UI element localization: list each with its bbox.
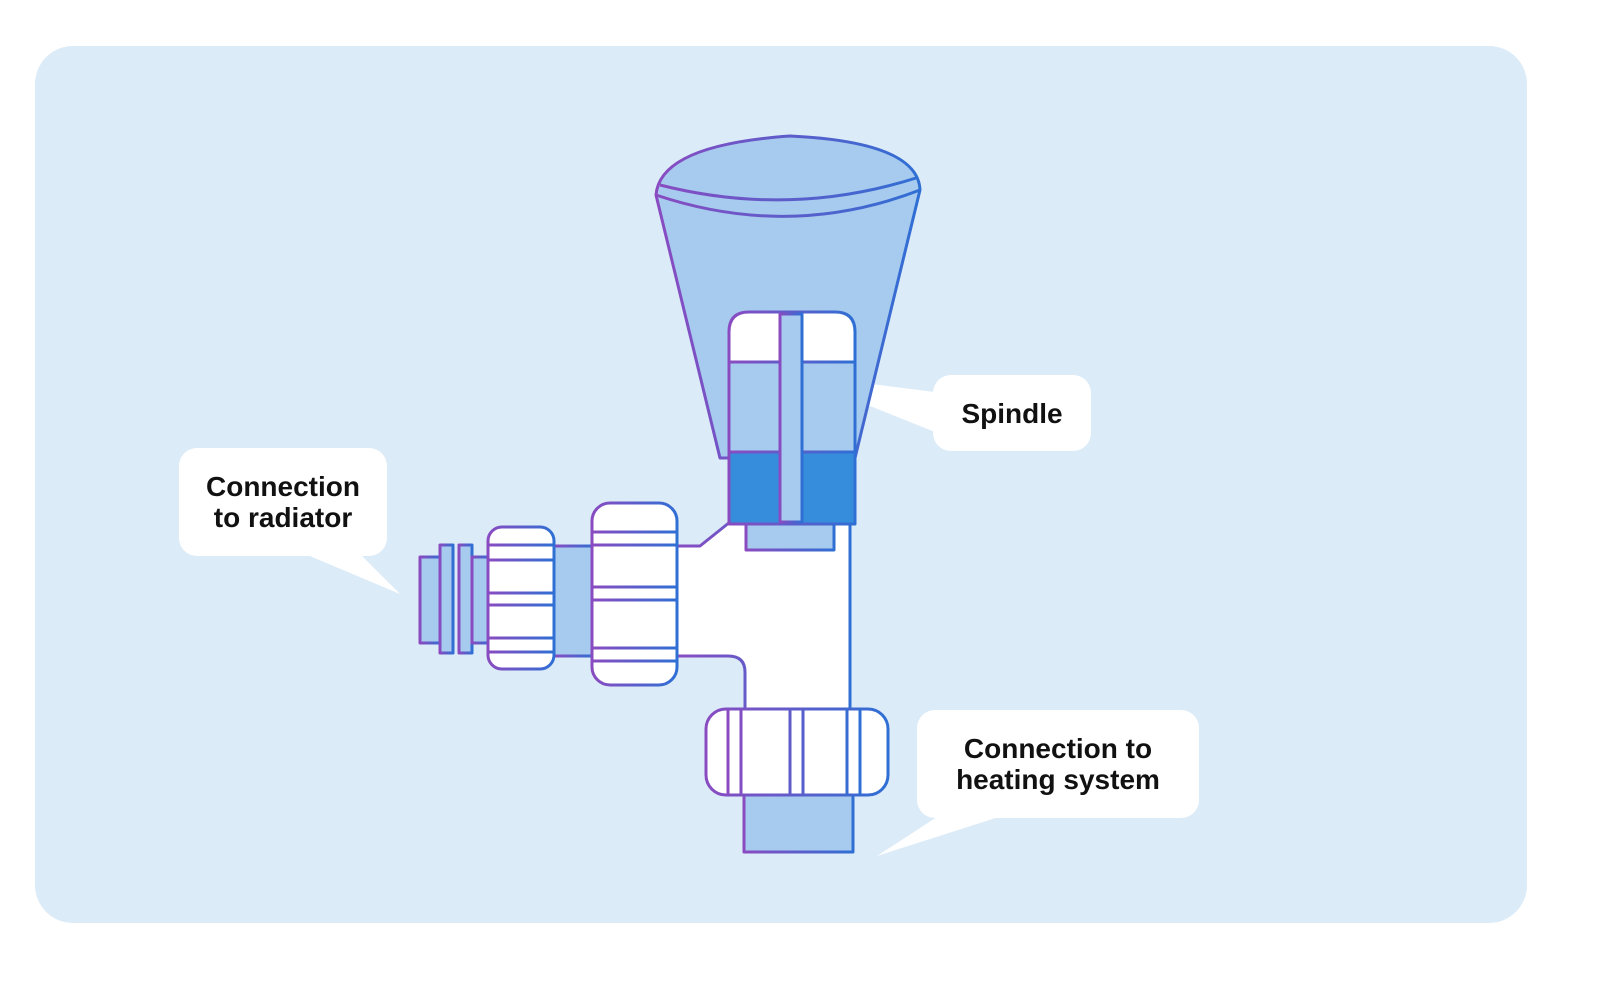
tail-nut-lines	[488, 543, 554, 654]
label-line: Connection	[206, 471, 360, 502]
callout-connection-to-heating-system: Connection to heating system	[917, 710, 1199, 818]
tail-ring-1	[438, 543, 455, 655]
tail-nut	[486, 525, 556, 671]
label-line: Connection to	[963, 733, 1153, 764]
spindle	[778, 312, 804, 524]
label-line: heating system	[956, 764, 1160, 795]
pointer-radiator	[305, 554, 400, 594]
label-line: Spindle	[961, 397, 1063, 429]
stem-base	[744, 520, 836, 552]
radiator-union-nut	[590, 501, 679, 687]
tail-ring-2	[457, 543, 474, 655]
heating-union-nut-lines	[726, 709, 862, 795]
head-cap-rim	[655, 176, 921, 218]
label-line: to radiator	[213, 502, 353, 533]
heating-pipe	[742, 790, 855, 854]
callout-spindle: Spindle	[933, 375, 1091, 451]
callout-connection-to-radiator: Connection to radiator	[179, 448, 387, 556]
pointer-heating	[877, 815, 1005, 856]
radiator-union-nut-lines	[592, 530, 677, 663]
heating-union-nut	[704, 707, 890, 797]
tail-pipe	[552, 544, 596, 658]
